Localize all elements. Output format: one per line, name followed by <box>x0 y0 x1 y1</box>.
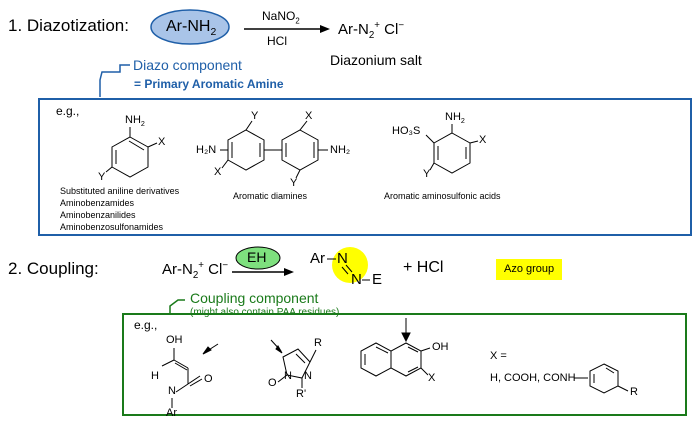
reactant-ellipse <box>150 9 230 45</box>
benzidine-nh2: NH₂ <box>330 144 351 156</box>
diazo-examples-box <box>38 98 692 236</box>
azo-label-box <box>496 259 562 280</box>
pyr-n2: N <box>304 370 312 382</box>
pyr-rp: R' <box>296 388 307 400</box>
diazo-component-title: Diazo component <box>133 57 242 73</box>
aniline-y: Y <box>98 171 106 183</box>
coupling-title: 2. Coupling: <box>8 259 99 278</box>
sulf-y: Y <box>423 168 431 180</box>
azo-highlight <box>332 247 368 283</box>
eh-ellipse <box>235 246 281 270</box>
coupling-component-title: Coupling component <box>190 290 319 306</box>
pyr-n1: N <box>284 370 292 382</box>
diazotization-title: 1. Diazotization: <box>8 16 129 35</box>
sulf-x: X <box>479 134 487 146</box>
diazo-eg: e.g., <box>56 104 80 118</box>
diazonium-product: Ar-N2+ Cl− <box>338 20 405 41</box>
benzidine-structure <box>220 120 328 179</box>
acac-ar: Ar <box>166 407 177 419</box>
aniline-x: X <box>158 136 166 148</box>
aniline-list-item: Substituted aniline derivatives <box>60 186 180 196</box>
benzidine-y1: Y <box>251 110 259 122</box>
reagent-hcl: HCl <box>267 34 287 48</box>
reagent-nano2: NaNO2 <box>262 9 300 26</box>
naphthol-structure <box>360 318 431 377</box>
benzidine-x1: X <box>214 166 222 178</box>
eh-reagent: EH <box>247 249 267 265</box>
aniline-list-item: Aminobenzanilides <box>60 210 136 220</box>
benzidine-x2: X <box>305 110 313 122</box>
acac-h: H <box>151 370 159 382</box>
diazonium-salt-label: Diazonium salt <box>330 52 422 68</box>
benzidine-h2n: H₂N <box>196 144 217 156</box>
aniline-list: Substituted aniline derivatives Aminoben… <box>60 185 179 233</box>
aniline-nh2: NH2 <box>125 114 145 129</box>
acetoacetanilide-structure <box>161 343 219 408</box>
coupling-examples-box <box>122 313 687 416</box>
sulfonic-structure <box>425 124 479 174</box>
naph-x: X <box>428 372 436 384</box>
x-def-line1: X = <box>490 350 507 362</box>
naph-oh: OH <box>432 341 449 353</box>
sulf-ho3s: HO₃S <box>392 125 421 137</box>
acac-n: N <box>168 385 176 397</box>
diazo-component-def: = Primary Aromatic Amine <box>134 77 284 91</box>
coupling-component-note: (might also contain PAA residues) <box>190 307 340 318</box>
azo-n2: N <box>351 271 362 288</box>
aniline-structure <box>105 127 158 178</box>
pyrazolone-structure <box>270 339 317 388</box>
azo-ar: Ar <box>310 250 325 267</box>
sulf-nh2: NH2 <box>445 111 465 126</box>
x-def-r: R <box>630 386 638 398</box>
pyr-r: R <box>314 337 322 349</box>
benzidine-y2: Y <box>290 177 298 189</box>
diamines-label: Aromatic diamines <box>233 191 308 201</box>
plus-hcl: + HCl <box>403 259 444 276</box>
diazo-bracket <box>99 64 130 97</box>
x-def-line2: H, COOH, CONH <box>490 372 576 384</box>
sulfonic-label: Aromatic aminosulfonic acids <box>384 191 501 201</box>
pyr-o: O <box>268 377 277 389</box>
aniline-list-item: Aminobenzamides <box>60 198 135 208</box>
reactant-amine: Ar-NH2 <box>166 18 217 39</box>
aniline-list-item: Aminobenzosulfonamides <box>60 222 164 232</box>
coupling-bracket <box>169 299 185 314</box>
acac-o: O <box>204 373 213 385</box>
phenyl-structure <box>574 363 629 394</box>
acac-oh: OH <box>166 334 183 346</box>
coupling-reactant: Ar-N2+ Cl− <box>162 260 229 281</box>
azo-e: E <box>372 271 383 288</box>
coupling-eg: e.g., <box>134 318 158 332</box>
azo-n1: N <box>337 250 348 267</box>
azo-group-label: Azo group <box>504 263 555 275</box>
